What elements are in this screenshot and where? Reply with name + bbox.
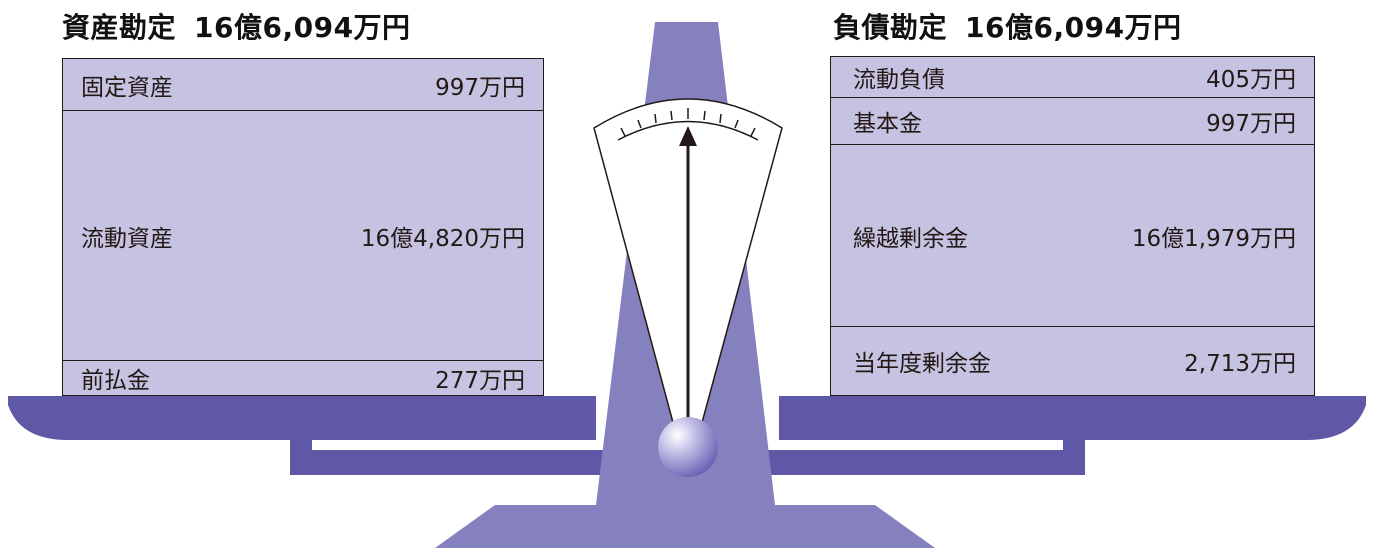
row-value: 277万円 bbox=[435, 368, 525, 394]
ledger-row-retained-surplus: 繰越剰余金 16億1,979万円 bbox=[831, 145, 1314, 327]
assets-title: 資産勘定 16億6,094万円 bbox=[62, 6, 411, 46]
row-value: 405万円 bbox=[1206, 67, 1296, 93]
row-label: 流動負債 bbox=[853, 67, 945, 93]
scale-beam bbox=[290, 400, 1085, 475]
ledger-row-current-liabilities: 流動負債 405万円 bbox=[831, 57, 1314, 98]
row-value: 16億1,979万円 bbox=[1131, 225, 1296, 252]
row-value: 2,713万円 bbox=[1184, 351, 1296, 377]
row-label: 基本金 bbox=[853, 111, 922, 137]
ledger-row-current-assets: 流動資産 16億4,820万円 bbox=[63, 111, 543, 361]
scale-base bbox=[435, 505, 935, 548]
row-label: 当年度剰余金 bbox=[853, 351, 991, 377]
assets-title-label: 資産勘定 bbox=[62, 11, 177, 44]
right-pan bbox=[779, 396, 1366, 440]
row-value: 997万円 bbox=[435, 74, 525, 101]
ledger-row-prepaid: 前払金 277万円 bbox=[63, 361, 543, 395]
row-label: 流動資産 bbox=[81, 225, 173, 252]
liabilities-title: 負債勘定 16億6,094万円 bbox=[833, 6, 1182, 46]
assets-total: 16億6,094万円 bbox=[194, 11, 411, 44]
dial-ticks bbox=[620, 108, 756, 137]
ledger-row-basic-fund: 基本金 997万円 bbox=[831, 98, 1314, 145]
dial-arc bbox=[617, 120, 759, 141]
ledger-row-fixed-assets: 固定資産 997万円 bbox=[63, 59, 543, 111]
scale-pivot-icon bbox=[658, 417, 718, 477]
row-label: 繰越剰余金 bbox=[853, 225, 968, 252]
row-label: 固定資産 bbox=[81, 74, 173, 101]
row-value: 16億4,820万円 bbox=[360, 225, 525, 252]
liabilities-ledger: 流動負債 405万円 基本金 997万円 繰越剰余金 16億1,979万円 当年… bbox=[830, 56, 1315, 396]
liabilities-title-label: 負債勘定 bbox=[833, 11, 948, 44]
needle-arrow-icon bbox=[679, 126, 697, 440]
row-label: 前払金 bbox=[81, 368, 150, 394]
left-pan bbox=[8, 396, 596, 440]
row-value: 997万円 bbox=[1206, 111, 1296, 137]
liabilities-total: 16億6,094万円 bbox=[965, 11, 1182, 44]
ledger-row-current-year-surplus: 当年度剰余金 2,713万円 bbox=[831, 327, 1314, 395]
assets-ledger: 固定資産 997万円 流動資産 16億4,820万円 前払金 277万円 bbox=[62, 58, 544, 396]
